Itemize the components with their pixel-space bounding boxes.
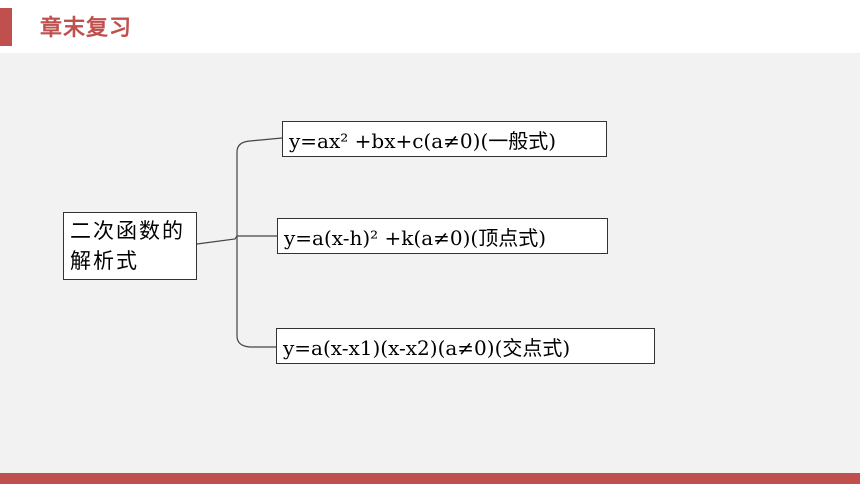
form-node-intercept: y=a(x-x1)(x-x2)(a≠0)(交点式) [276, 328, 655, 364]
form-node-general: y=ax² +bx+c(a≠0)(一般式) [282, 121, 607, 157]
header-accent-bar [0, 8, 12, 46]
footer-accent-bar [0, 473, 860, 484]
form-node-vertex: y=a(x-h)² +k(a≠0)(顶点式) [277, 218, 608, 254]
root-node: 二次函数的解析式 [63, 212, 197, 280]
page-title: 章末复习 [40, 16, 133, 41]
